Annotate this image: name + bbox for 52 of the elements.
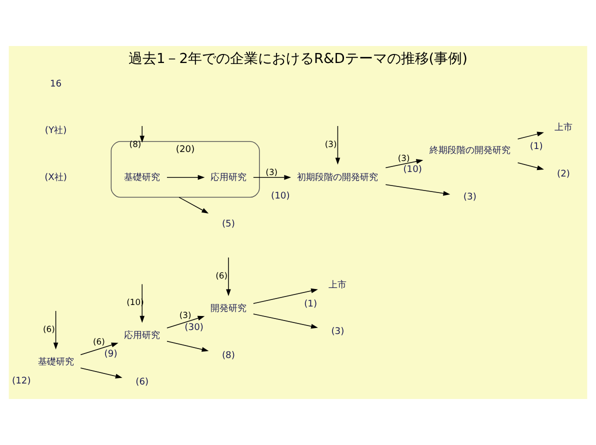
node-label: (30) — [184, 322, 204, 333]
arrow — [253, 175, 292, 180]
arrow — [166, 316, 205, 328]
arrow — [253, 288, 318, 304]
edge-label: (3) — [324, 138, 337, 149]
node-text: 基礎研究 — [124, 172, 160, 183]
node-label: (12) — [12, 375, 31, 386]
arrow — [385, 159, 424, 168]
node-text: 開発研究 — [210, 303, 246, 314]
arrow — [140, 284, 145, 323]
arrow — [166, 340, 209, 352]
node-text: 終期段階の開発研究 — [429, 145, 510, 156]
label: (X社) — [44, 172, 67, 183]
arrow — [517, 162, 544, 170]
node-text: 応用研究 — [124, 330, 160, 341]
edge-label: (3) — [266, 166, 278, 177]
arrow — [80, 368, 122, 379]
arrow — [385, 184, 450, 196]
node-text: 上市 — [554, 122, 573, 134]
edge-label: (6) — [42, 324, 55, 334]
node-label: (10) — [403, 164, 422, 175]
node-text: (5) — [222, 218, 235, 230]
label: (Y社) — [44, 125, 67, 136]
edge-label: (8) — [129, 138, 142, 149]
node-text: (3) — [331, 326, 344, 338]
node-text: 基礎研究 — [38, 356, 74, 368]
node-text: (6) — [136, 376, 149, 388]
arrow — [140, 126, 145, 143]
node-text: (2) — [557, 168, 570, 180]
node-text: 上市 — [328, 280, 347, 291]
arrow — [166, 175, 205, 180]
edge-label: (6) — [216, 270, 228, 280]
arrow — [53, 310, 58, 350]
node-label: (1) — [530, 140, 543, 152]
label: 16 — [50, 78, 62, 90]
arrow — [517, 132, 544, 140]
arrow — [178, 196, 209, 214]
node-label: (9) — [104, 348, 118, 360]
edge-label: (6) — [93, 336, 105, 347]
edge-label: (3) — [179, 310, 192, 320]
diagram-title: 過去1－2年での企業におけるR&Dテーマの推移(事例) — [128, 51, 468, 68]
edge-label: (3) — [398, 153, 410, 164]
node-label: (10) — [271, 190, 290, 202]
node-text: (8) — [222, 350, 235, 361]
arrow — [335, 126, 340, 165]
arrow — [80, 342, 118, 356]
node-text: (3) — [463, 192, 476, 203]
arrow — [226, 257, 231, 296]
node-text: 初期段階の開発研究 — [297, 172, 378, 183]
node-label: (1) — [304, 298, 318, 310]
node-text: 応用研究 — [210, 172, 246, 183]
arrow — [253, 314, 318, 329]
